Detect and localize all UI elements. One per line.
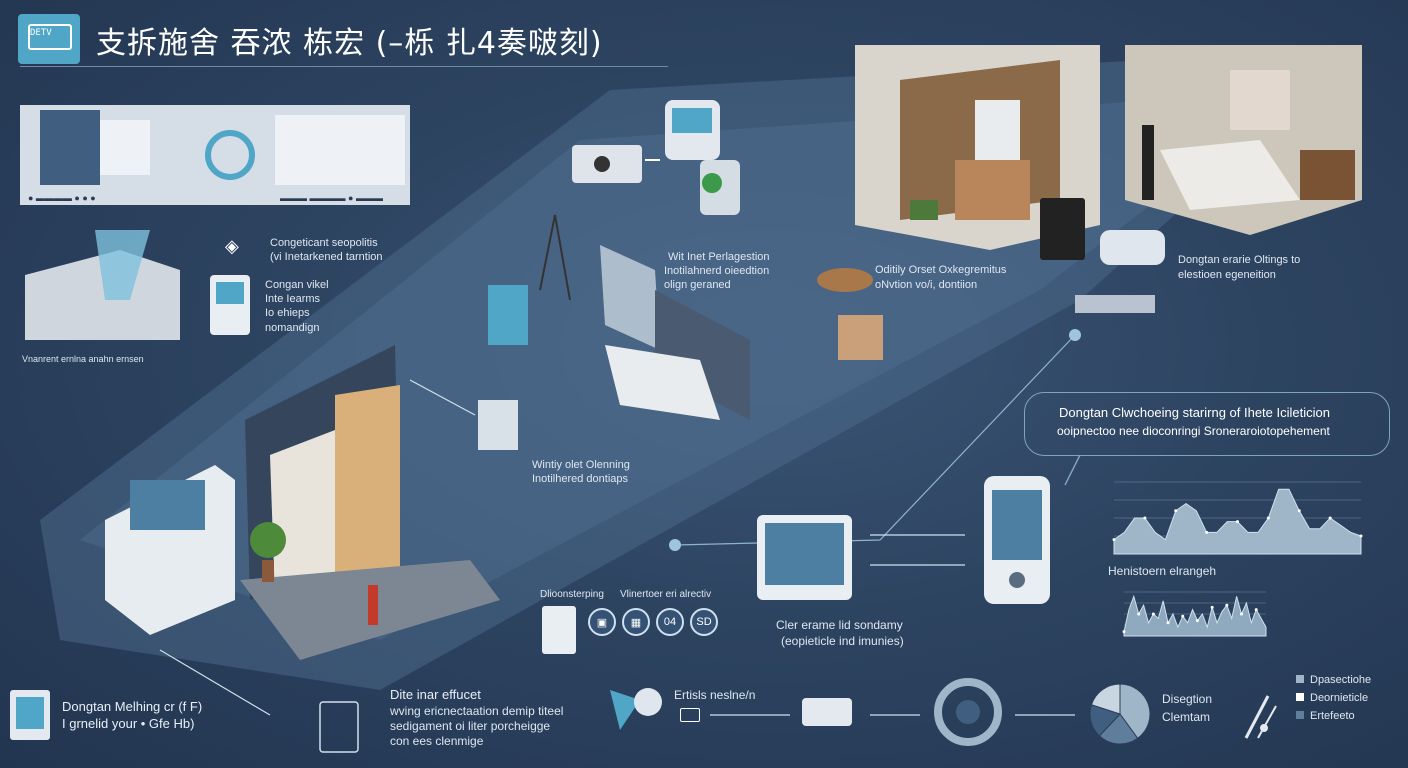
bottom-label-2-line4: con ees clenmige: [390, 734, 484, 748]
center-label-1-line2: Inotilahnerd oieedtion: [664, 265, 770, 277]
center-label-1-line1: Wit Inet Perlagestion: [668, 251, 770, 263]
top-left-panel: [20, 105, 410, 205]
device-illustrations: [572, 100, 1165, 360]
callout-box: Dongtan Clwchoeing starirng of Ihete Ici…: [1024, 392, 1390, 456]
data-point: [1166, 621, 1170, 625]
mail-icon: [680, 708, 700, 722]
data-point: [1112, 538, 1116, 542]
data-point: [1143, 516, 1147, 520]
legend-swatch: [1296, 675, 1304, 683]
connector-dot: [1069, 329, 1081, 341]
legend-label: Dpasectiohe: [1310, 674, 1372, 686]
data-point: [1205, 530, 1209, 534]
grid-icon: ▦: [622, 608, 650, 636]
left-small-room: [25, 230, 250, 340]
legend-item-3: Ertefeeto: [1296, 709, 1355, 723]
device-phone-monitor: [757, 476, 1050, 604]
legend-item-1: Dpasectiohe: [1296, 673, 1371, 687]
bottom-label-1-line1: Dongtan Melhing cr (f F): [62, 699, 203, 714]
center-label-4-line2: elestioen egeneition: [1178, 269, 1276, 281]
floor-caption: Vnanrent ernlna anahn ernsen: [22, 354, 144, 364]
center-label-3-line1: Oditily Orset Oxkegremitus: [875, 264, 1007, 276]
data-point: [1174, 509, 1178, 513]
tools-icon: [1238, 688, 1282, 744]
area-series: [1123, 594, 1267, 637]
logo-frame: [28, 24, 72, 50]
data-point: [1225, 603, 1229, 607]
center-label-2-line2: Inotilhered dontiaps: [532, 473, 629, 485]
data-point: [1151, 612, 1155, 616]
data-point: [1240, 612, 1244, 616]
workstation-illustration: [478, 214, 750, 450]
data-point: [1137, 612, 1141, 616]
logo-text: DETV: [30, 28, 52, 38]
bottom-label-2-line3: sedigament oi liter porcheigge: [390, 719, 551, 733]
data-point: [1181, 614, 1185, 618]
center-label-3-line2: oNvtion vo/i, dontiion: [875, 279, 978, 291]
lower-caption-2: (eopieticle ind imunies): [781, 634, 904, 648]
data-point: [1297, 509, 1301, 513]
page-title: 支拆施舍 吞浓 栋宏 (–栎 扎4奏啵刻): [96, 26, 603, 61]
data-point: [1210, 605, 1214, 609]
label-b-line1: Congan vikel: [265, 279, 329, 291]
pie-slice: [1098, 713, 1139, 745]
app-logo: DETV: [18, 14, 80, 64]
cube-icon: ◈: [225, 236, 239, 257]
label-b-line3: Io ehieps: [265, 307, 310, 319]
data-point: [1195, 619, 1199, 623]
badge-sd: SD: [690, 608, 718, 636]
legend-swatch: [1296, 711, 1304, 719]
legend-item-2: Deornieticle: [1296, 691, 1368, 705]
label-b-line4: nomandign: [265, 322, 320, 334]
data-point: [1122, 630, 1126, 634]
callout-line2: ooipnectoo nee dioconringi Sroneraroioto…: [1057, 424, 1330, 438]
callout-tail: [1064, 454, 1081, 486]
arrow-line: [409, 379, 476, 416]
panel-footer-right: ▬▬▬ ▬▬▬▬ ● ▬▬▬: [280, 193, 383, 203]
pie-slice: [1090, 683, 1121, 715]
room-illustration-2: [1125, 45, 1362, 235]
center-label-4-line1: Dongtan erarie Oltings to: [1178, 254, 1301, 266]
data-point: [1359, 534, 1363, 538]
lower-caption-1: Cler erame lid sondamy: [776, 618, 903, 632]
label-b-line2: Inte Iearms: [265, 293, 321, 305]
center-label-2-line1: Wintiy olet Olenning: [532, 459, 630, 471]
tag-1: Dlioonsterping: [540, 589, 604, 600]
panel-footer-left: ● ▬▬▬▬ ● ● ●: [28, 193, 96, 203]
legend-swatch: [1296, 693, 1304, 701]
connector-line: [674, 334, 1076, 546]
data-point: [1254, 608, 1258, 612]
label-a-line2: (vi Inetarkened tarntion: [270, 251, 383, 263]
center-label-1-line3: olign geraned: [664, 279, 731, 291]
bottom-label-4-line1: Disegtion: [1162, 692, 1213, 706]
camera-icon: ▣: [588, 608, 616, 636]
label-a-line1: Congeticant seopolitis: [270, 237, 378, 249]
data-point: [1328, 516, 1332, 520]
legend-label: Deornieticle: [1310, 692, 1369, 704]
callout-line1: Dongtan Clwchoeing starirng of Ihete Ici…: [1059, 405, 1330, 420]
data-point: [1266, 516, 1270, 520]
area-chart-2: [1122, 591, 1267, 637]
bottom-label-2-line2: wving ericnectaation demip titeel: [390, 704, 564, 718]
pie-slice: [1119, 683, 1151, 739]
bottom-label-2-line1: Dite inar effucet: [390, 687, 481, 702]
tag-2: Vlinertoer eri alrectiv: [620, 589, 712, 600]
bottom-icons: [10, 678, 1002, 753]
arrow-line: [159, 649, 271, 716]
bottom-label-1-line2: I grnelid your • Gfe Hb): [62, 716, 195, 731]
title-divider: [20, 66, 668, 67]
booth-illustration: [105, 345, 500, 660]
phone-icon: [542, 606, 576, 654]
legend-label: Ertefeeto: [1310, 710, 1355, 722]
bottom-label-3: Ertisls neslne/n: [674, 688, 756, 702]
bottom-label-4-line2: Clemtam: [1162, 710, 1211, 724]
data-point: [1236, 520, 1239, 524]
connector-dot: [669, 539, 681, 551]
pie-chart: [1089, 683, 1151, 745]
room-illustration-1: [855, 45, 1100, 250]
chart1-caption: Henistoern elrangeh: [1108, 564, 1217, 578]
area-chart-1: [1112, 481, 1363, 555]
badge-04: 04: [656, 608, 684, 636]
